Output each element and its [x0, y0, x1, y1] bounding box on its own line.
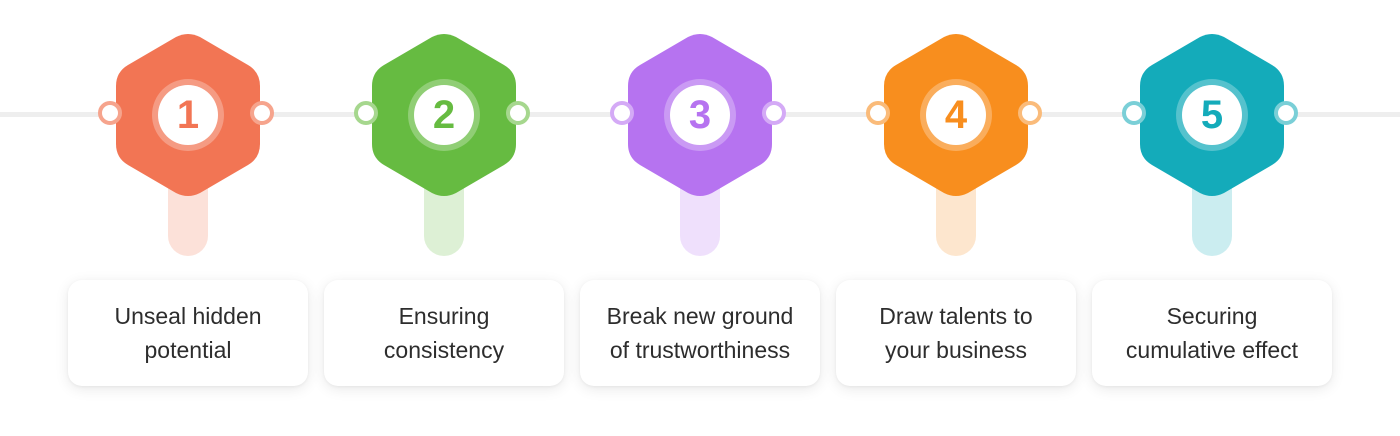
step-2-label-line-1: Ensuring: [398, 303, 490, 329]
step-3-label-line-2: of trustworthiness: [609, 337, 791, 363]
step-3-label: Break new ground of trustworthiness: [607, 299, 794, 367]
step-4: 4 Draw talents to your business: [836, 0, 1076, 436]
step-4-label-card: Draw talents to your business: [836, 280, 1076, 386]
step-2: 2 Ensuring consistency: [324, 0, 564, 436]
step-1-number: 1: [158, 85, 218, 145]
step-3-label-card: Break new ground of trustworthiness: [580, 280, 820, 386]
step-1-right-connector: [250, 101, 274, 125]
step-1-label-line-1: Unseal hidden: [114, 303, 262, 329]
step-2-number: 2: [414, 85, 474, 145]
step-5-label-card: Securing cumulative effect: [1092, 280, 1332, 386]
step-2-left-connector: [354, 101, 378, 125]
step-2-label-line-2: consistency: [383, 337, 505, 363]
step-5-number: 5: [1182, 85, 1242, 145]
step-2-right-connector: [506, 101, 530, 125]
step-1-label-card: Unseal hidden potential: [68, 280, 308, 386]
step-2-label-card: Ensuring consistency: [324, 280, 564, 386]
step-3-right-connector: [762, 101, 786, 125]
step-1-label: Unseal hidden potential: [114, 299, 261, 367]
step-5-label: Securing cumulative effect: [1126, 299, 1298, 367]
step-4-label-line-2: your business: [885, 337, 1027, 363]
step-1-left-connector: [98, 101, 122, 125]
step-5-label-line-2: cumulative effect: [1125, 337, 1299, 363]
step-4-number: 4: [926, 85, 986, 145]
step-3-label-line-1: Break new ground: [606, 303, 794, 329]
step-3: 3 Break new ground of trustworthiness: [580, 0, 820, 436]
step-4-label-line-1: Draw talents to: [879, 303, 1033, 329]
step-5-right-connector: [1274, 101, 1298, 125]
step-3-number: 3: [670, 85, 730, 145]
step-1: 1 Unseal hidden potential: [68, 0, 308, 436]
step-5-left-connector: [1122, 101, 1146, 125]
step-3-left-connector: [610, 101, 634, 125]
step-4-label: Draw talents to your business: [879, 299, 1032, 367]
step-5: 5 Securing cumulative effect: [1092, 0, 1332, 436]
step-4-left-connector: [866, 101, 890, 125]
step-4-right-connector: [1018, 101, 1042, 125]
step-1-label-line-2: potential: [144, 337, 232, 363]
step-2-label: Ensuring consistency: [384, 299, 504, 367]
step-5-label-line-1: Securing: [1166, 303, 1258, 329]
